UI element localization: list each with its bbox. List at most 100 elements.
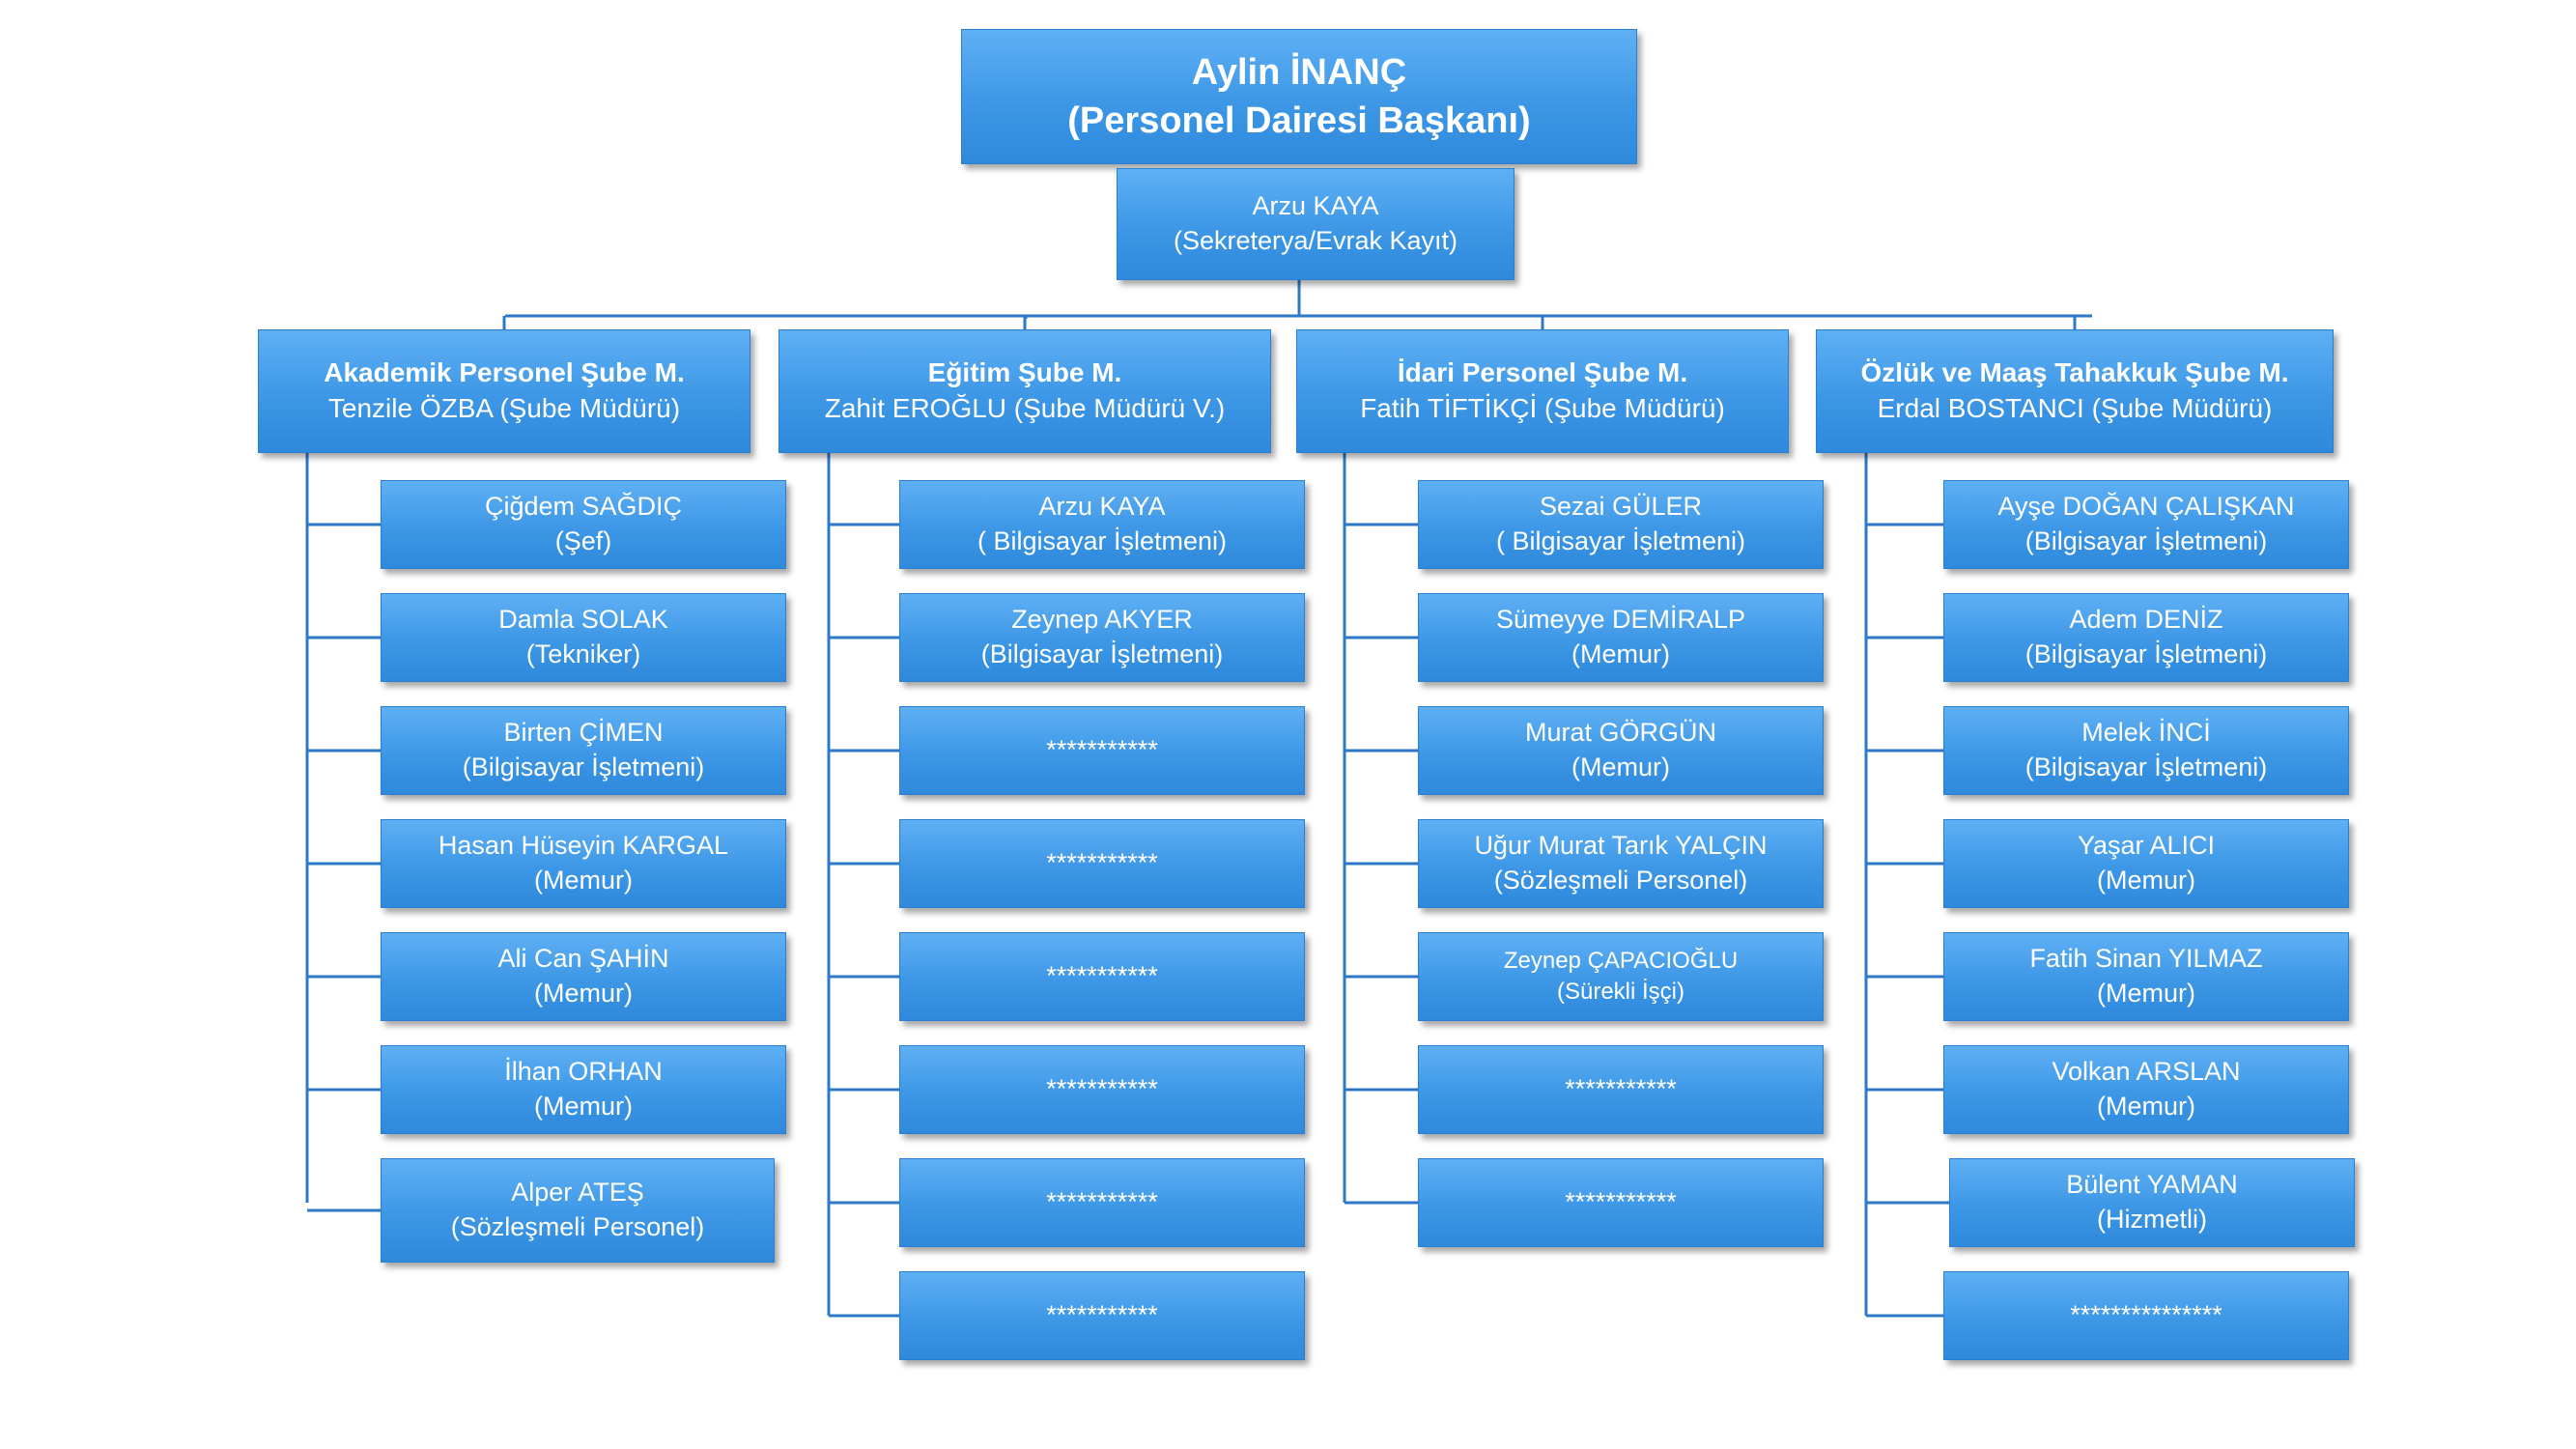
- staff-box: ***********: [899, 819, 1305, 908]
- staff-box-name: Ali Can ŞAHİN: [497, 944, 669, 974]
- staff-box: Sümeyye DEMİRALP (Memur): [1418, 593, 1824, 682]
- staff-box-name: Alper ATEŞ: [511, 1178, 644, 1208]
- staff-box-name: ***********: [1565, 1187, 1677, 1217]
- staff-box-name: Zeynep ÇAPACIOĞLU: [1503, 948, 1739, 975]
- staff-box: Volkan ARSLAN (Memur): [1943, 1045, 2349, 1134]
- staff-box-name: Arzu KAYA: [1038, 492, 1166, 522]
- staff-box-title: (Sözleşmeli Personel): [450, 1212, 705, 1241]
- staff-box-title: (Sözleşmeli Personel): [1493, 866, 1748, 895]
- staff-box-title: (Hizmetli): [2097, 1205, 2207, 1234]
- staff-box: Fatih Sinan YILMAZ (Memur): [1943, 932, 2349, 1021]
- staff-box-title: (Memur): [1571, 753, 1670, 781]
- staff-box-title: (Memur): [2097, 979, 2195, 1008]
- staff-box: ***********: [1418, 1158, 1824, 1247]
- staff-box-name: Adem DENİZ: [2069, 605, 2223, 635]
- dept-box: Özlük ve Maaş Tahakkuk Şube M. Erdal BOST…: [1816, 329, 2334, 453]
- dept-box-title: Tenzile ÖZBA (Şube Müdürü): [327, 393, 681, 423]
- staff-box-name: Uğur Murat Tarık YALÇIN: [1474, 831, 1768, 861]
- staff-box-title: (Bilgisayar İşletmeni): [2024, 526, 2268, 555]
- secretary-box: Arzu KAYA (Sekreterya/Evrak Kayıt): [1117, 168, 1514, 280]
- staff-box-name: Ayşe DOĞAN ÇALIŞKAN: [1997, 492, 2295, 522]
- head-box-name: Aylin İNANÇ: [1191, 51, 1407, 93]
- staff-box-name: ***************: [2070, 1300, 2222, 1330]
- staff-box-name: Çiğdem SAĞDIÇ: [484, 492, 683, 522]
- staff-box: Hasan Hüseyin KARGAL (Memur): [381, 819, 786, 908]
- dept-box: İdari Personel Şube M. Fatih TİFTİKÇİ (Şu…: [1296, 329, 1789, 453]
- staff-box: Alper ATEŞ (Sözleşmeli Personel): [381, 1158, 775, 1263]
- staff-box-name: ***********: [1046, 735, 1158, 765]
- staff-box-title: (Bilgisayar İşletmeni): [462, 753, 705, 781]
- staff-box-name: Murat GÖRGÜN: [1524, 718, 1717, 748]
- staff-box-title: (Bilgisayar İşletmeni): [2024, 639, 2268, 668]
- staff-box-title: (Memur): [2097, 866, 2195, 895]
- secretary-box-name: Arzu KAYA: [1252, 191, 1379, 221]
- staff-box: Arzu KAYA ( Bilgisayar İşletmeni): [899, 480, 1305, 569]
- dept-box-title: Zahit EROĞLU (Şube Müdürü V.): [824, 393, 1226, 423]
- staff-box-title: (Memur): [2097, 1092, 2195, 1121]
- staff-box-name: Melek İNCİ: [2081, 718, 2211, 748]
- staff-box: Sezai GÜLER ( Bilgisayar İşletmeni): [1418, 480, 1824, 569]
- staff-box-title: (Sürekli İşçi): [1556, 979, 1684, 1005]
- dept-box-name: Eğitim Şube M.: [927, 357, 1122, 388]
- staff-box: Adem DENİZ (Bilgisayar İşletmeni): [1943, 593, 2349, 682]
- head-box-title: (Personel Dairesi Başkanı): [1067, 100, 1531, 141]
- staff-box-title: (Memur): [1571, 639, 1670, 668]
- staff-box-name: ***********: [1565, 1074, 1677, 1104]
- staff-box: ***********: [899, 932, 1305, 1021]
- staff-box: Zeynep AKYER (Bilgisayar İşletmeni): [899, 593, 1305, 682]
- dept-box-name: Özlük ve Maaş Tahakkuk Şube M.: [1860, 357, 2289, 388]
- staff-box-name: Sezai GÜLER: [1539, 492, 1703, 522]
- staff-box: Ayşe DOĞAN ÇALIŞKAN (Bilgisayar İşletmeni…: [1943, 480, 2349, 569]
- staff-box: ***********: [899, 706, 1305, 795]
- staff-box-name: Yaşar ALICI: [2077, 831, 2216, 861]
- staff-box: Uğur Murat Tarık YALÇIN (Sözleşmeli Perso…: [1418, 819, 1824, 908]
- staff-box: ***********: [899, 1045, 1305, 1134]
- staff-box: ***********: [899, 1271, 1305, 1360]
- dept-box-name: Akademik Personel Şube M.: [324, 357, 685, 388]
- staff-box: Bülent YAMAN (Hizmetli): [1949, 1158, 2355, 1247]
- staff-box: Birten ÇİMEN (Bilgisayar İşletmeni): [381, 706, 786, 795]
- dept-box: Eğitim Şube M. Zahit EROĞLU (Şube Müdürü …: [778, 329, 1271, 453]
- staff-box: İlhan ORHAN (Memur): [381, 1045, 786, 1134]
- staff-box-name: ***********: [1046, 1300, 1158, 1330]
- staff-box-name: Volkan ARSLAN: [2052, 1057, 2241, 1087]
- staff-box-name: İlhan ORHAN: [504, 1057, 663, 1087]
- staff-box-title: (Bilgisayar İşletmeni): [980, 639, 1224, 668]
- staff-box: Damla SOLAK (Tekniker): [381, 593, 786, 682]
- staff-box: Melek İNCİ (Bilgisayar İşletmeni): [1943, 706, 2349, 795]
- head-box: Aylin İNANÇ (Personel Dairesi Başkanı): [961, 29, 1637, 164]
- staff-box-name: Damla SOLAK: [498, 605, 668, 635]
- secretary-box-title: (Sekreterya/Evrak Kayıt): [1173, 226, 1458, 255]
- staff-box: Çiğdem SAĞDIÇ (Şef): [381, 480, 786, 569]
- staff-box-name: Birten ÇİMEN: [503, 718, 664, 748]
- staff-box-name: ***********: [1046, 1074, 1158, 1104]
- staff-box-title: (Memur): [534, 866, 633, 895]
- staff-box-title: (Memur): [534, 1092, 633, 1121]
- staff-box-name: ***********: [1046, 848, 1158, 878]
- staff-box-name: Bülent YAMAN: [2066, 1170, 2238, 1200]
- dept-box-title: Erdal BOSTANCI (Şube Müdürü): [1877, 393, 2273, 423]
- staff-box-title: (Tekniker): [525, 639, 641, 668]
- staff-box: Yaşar ALICI (Memur): [1943, 819, 2349, 908]
- staff-box-name: Sümeyye DEMİRALP: [1495, 605, 1746, 635]
- staff-box-title: ( Bilgisayar İşletmeni): [977, 526, 1228, 555]
- staff-box: ***************: [1943, 1271, 2349, 1360]
- dept-box-name: İdari Personel Şube M.: [1397, 357, 1688, 388]
- staff-box-name: Hasan Hüseyin KARGAL: [438, 831, 729, 861]
- staff-box: Zeynep ÇAPACIOĞLU (Sürekli İşçi): [1418, 932, 1824, 1021]
- staff-box-title: (Şef): [554, 526, 612, 555]
- staff-box: Murat GÖRGÜN (Memur): [1418, 706, 1824, 795]
- staff-box-name: ***********: [1046, 1187, 1158, 1217]
- staff-box-title: (Memur): [534, 979, 633, 1008]
- staff-box-name: Zeynep AKYER: [1011, 605, 1193, 635]
- staff-box: ***********: [899, 1158, 1305, 1247]
- staff-box-name: ***********: [1046, 961, 1158, 991]
- staff-box-title: ( Bilgisayar İşletmeni): [1495, 526, 1746, 555]
- staff-box-title: (Bilgisayar İşletmeni): [2024, 753, 2268, 781]
- staff-box: ***********: [1418, 1045, 1824, 1134]
- dept-box-title: Fatih TİFTİKÇİ (Şube Müdürü): [1360, 393, 1725, 423]
- staff-box: Ali Can ŞAHİN (Memur): [381, 932, 786, 1021]
- dept-box: Akademik Personel Şube M. Tenzile ÖZBA (Ş…: [258, 329, 750, 453]
- staff-box-name: Fatih Sinan YILMAZ: [2029, 944, 2263, 974]
